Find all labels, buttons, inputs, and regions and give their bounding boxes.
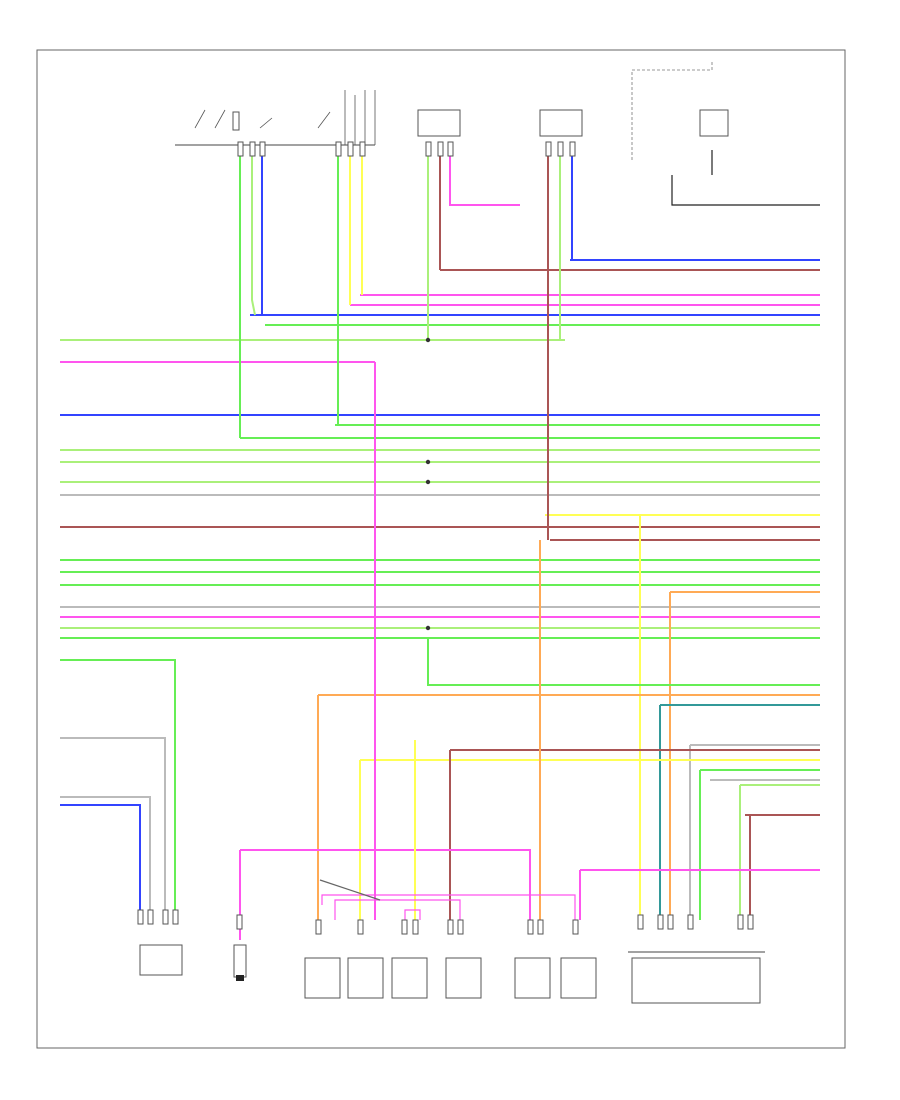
bottom-left-sensor <box>139 944 183 976</box>
relay-b <box>539 109 583 137</box>
left-drops <box>60 362 541 940</box>
bus-wires <box>60 200 820 639</box>
junction-dots <box>425 337 431 631</box>
sensor-row <box>304 957 597 999</box>
combination-switch <box>175 90 376 146</box>
relay-a <box>417 109 461 137</box>
right-branches <box>317 514 820 920</box>
ground-sensor <box>233 944 247 981</box>
control-module <box>628 951 765 1004</box>
fuse-box <box>631 60 729 160</box>
top-drops <box>239 150 713 540</box>
connector-pins <box>137 141 754 935</box>
diagram-border <box>36 49 846 1049</box>
sensor-harness <box>319 879 576 920</box>
